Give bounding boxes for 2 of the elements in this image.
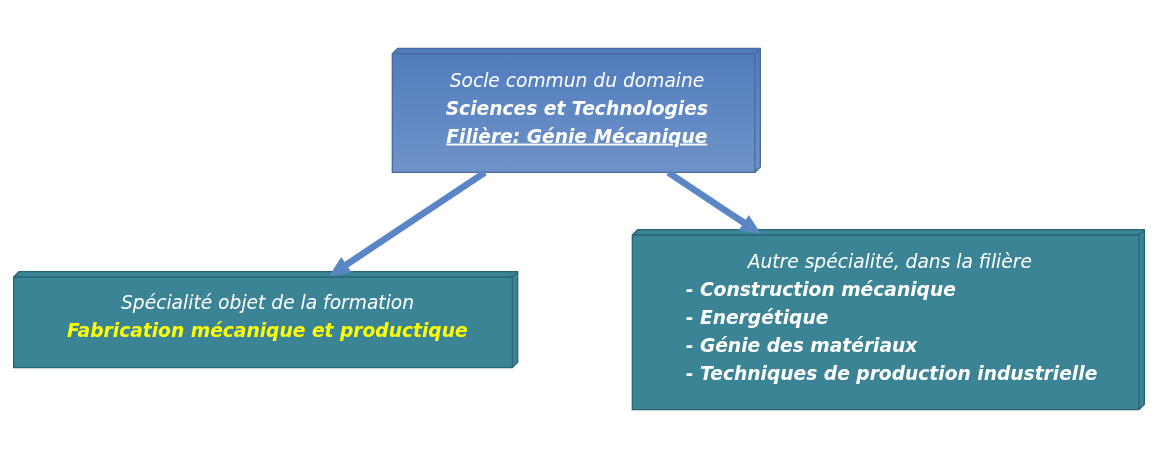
arrow <box>666 169 762 235</box>
arrow <box>328 169 487 277</box>
